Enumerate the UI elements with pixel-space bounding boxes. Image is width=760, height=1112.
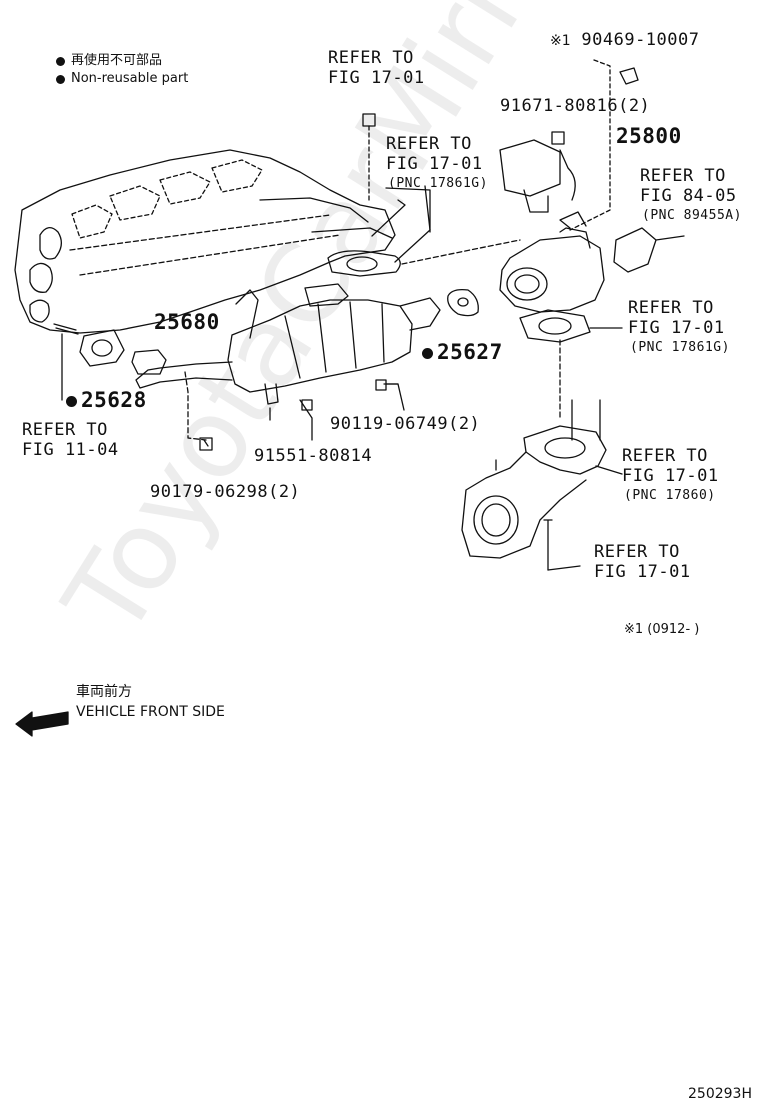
refer-lower[interactable]: REFER TO FIG 17-01: [622, 446, 719, 486]
part-25628-number: 25628: [81, 388, 147, 412]
lower-pipe-drawing: [461, 399, 607, 559]
front-en: VEHICLE FRONT SIDE: [76, 704, 225, 720]
legend-row-en: Non-reusable part: [56, 70, 188, 88]
refer-top-line2: FIG 17-01: [328, 68, 425, 88]
refer-mid-line2: FIG 17-01: [386, 154, 483, 174]
gasket-25628-drawing: [79, 329, 125, 367]
refer-top-line1: REFER TO: [328, 48, 414, 68]
part-91671[interactable]: 91671-80816(2): [500, 96, 651, 116]
pnc-89455a: (PNC 89455A): [642, 208, 742, 223]
figure-code: 250293H: [688, 1086, 752, 1102]
engine-block-drawing: [14, 149, 396, 334]
refer-lower-line1: REFER TO: [622, 446, 708, 466]
part-25627[interactable]: 25627: [422, 340, 503, 364]
part-25680[interactable]: 25680: [154, 310, 220, 334]
pnc-17861g-b: (PNC 17861G): [630, 340, 730, 355]
refer-11-line2: FIG 11-04: [22, 440, 119, 460]
part-91551[interactable]: 91551-80814: [254, 446, 373, 466]
refer-11[interactable]: REFER TO FIG 11-04: [22, 420, 119, 460]
refer-bottom[interactable]: REFER TO FIG 17-01: [594, 542, 691, 582]
small-bolts: [199, 379, 399, 451]
part-90469[interactable]: ※1 90469-10007: [550, 30, 699, 51]
bolt-top-drawing: [362, 113, 376, 201]
gasket-right-drawing: [519, 309, 623, 343]
part-90469-number: 90469-10007: [581, 30, 700, 50]
refer-mid-line1: REFER TO: [386, 134, 472, 154]
non-reusable-dot-icon: [66, 395, 77, 407]
refer-lower-line2: FIG 17-01: [622, 466, 719, 486]
refer-right-line2: FIG 17-01: [628, 318, 725, 338]
refer-11-line1: REFER TO: [22, 420, 108, 440]
refer-bottom-line2: FIG 17-01: [594, 562, 691, 582]
clip-drawing: [569, 59, 639, 231]
refer-right-line1: REFER TO: [628, 298, 714, 318]
non-reusable-dot-icon: [422, 347, 433, 359]
refer-top[interactable]: REFER TO FIG 17-01: [328, 48, 425, 88]
bullet-icon: [56, 74, 65, 84]
bolt-bottom-drawing: [543, 519, 581, 571]
refer-right[interactable]: REFER TO FIG 17-01: [628, 298, 725, 338]
part-25627-number: 25627: [437, 340, 503, 364]
stud-left-drawing: [53, 323, 79, 401]
footnote: ※1 (0912- ): [624, 622, 700, 637]
refer-84-line2: FIG 84-05: [640, 186, 737, 206]
part-90179[interactable]: 90179-06298(2): [150, 482, 301, 502]
legend: 再使用不可部品 Non-reusable part: [56, 52, 188, 88]
part-90469-mark: ※1: [550, 33, 571, 49]
egr-valve-drawing: [499, 131, 605, 313]
refer-bottom-line1: REFER TO: [594, 542, 680, 562]
part-90119[interactable]: 90119-06749(2): [330, 414, 481, 434]
front-arrow-icon: [15, 711, 69, 737]
leader-lines: [184, 187, 623, 475]
legend-row-jp: 再使用不可部品: [56, 52, 188, 70]
sensor-drawing: [613, 227, 685, 273]
gasket-top-drawing: [327, 185, 431, 277]
refer-mid[interactable]: REFER TO FIG 17-01: [386, 134, 483, 174]
bullet-icon: [56, 56, 65, 66]
pnc-17860: (PNC 17860): [624, 488, 716, 503]
legend-en: Non-reusable part: [71, 71, 189, 86]
front-jp: 車両前方: [76, 684, 132, 700]
refer-84[interactable]: REFER TO FIG 84-05: [640, 166, 737, 206]
refer-84-line1: REFER TO: [640, 166, 726, 186]
egr-cooler-drawing: [131, 283, 441, 405]
pnc-17861g-a: (PNC 17861G): [388, 176, 488, 191]
part-25800[interactable]: 25800: [616, 124, 682, 148]
part-25628[interactable]: 25628: [66, 388, 147, 412]
gasket-25627-drawing: [447, 288, 479, 317]
legend-jp: 再使用不可部品: [71, 53, 163, 68]
